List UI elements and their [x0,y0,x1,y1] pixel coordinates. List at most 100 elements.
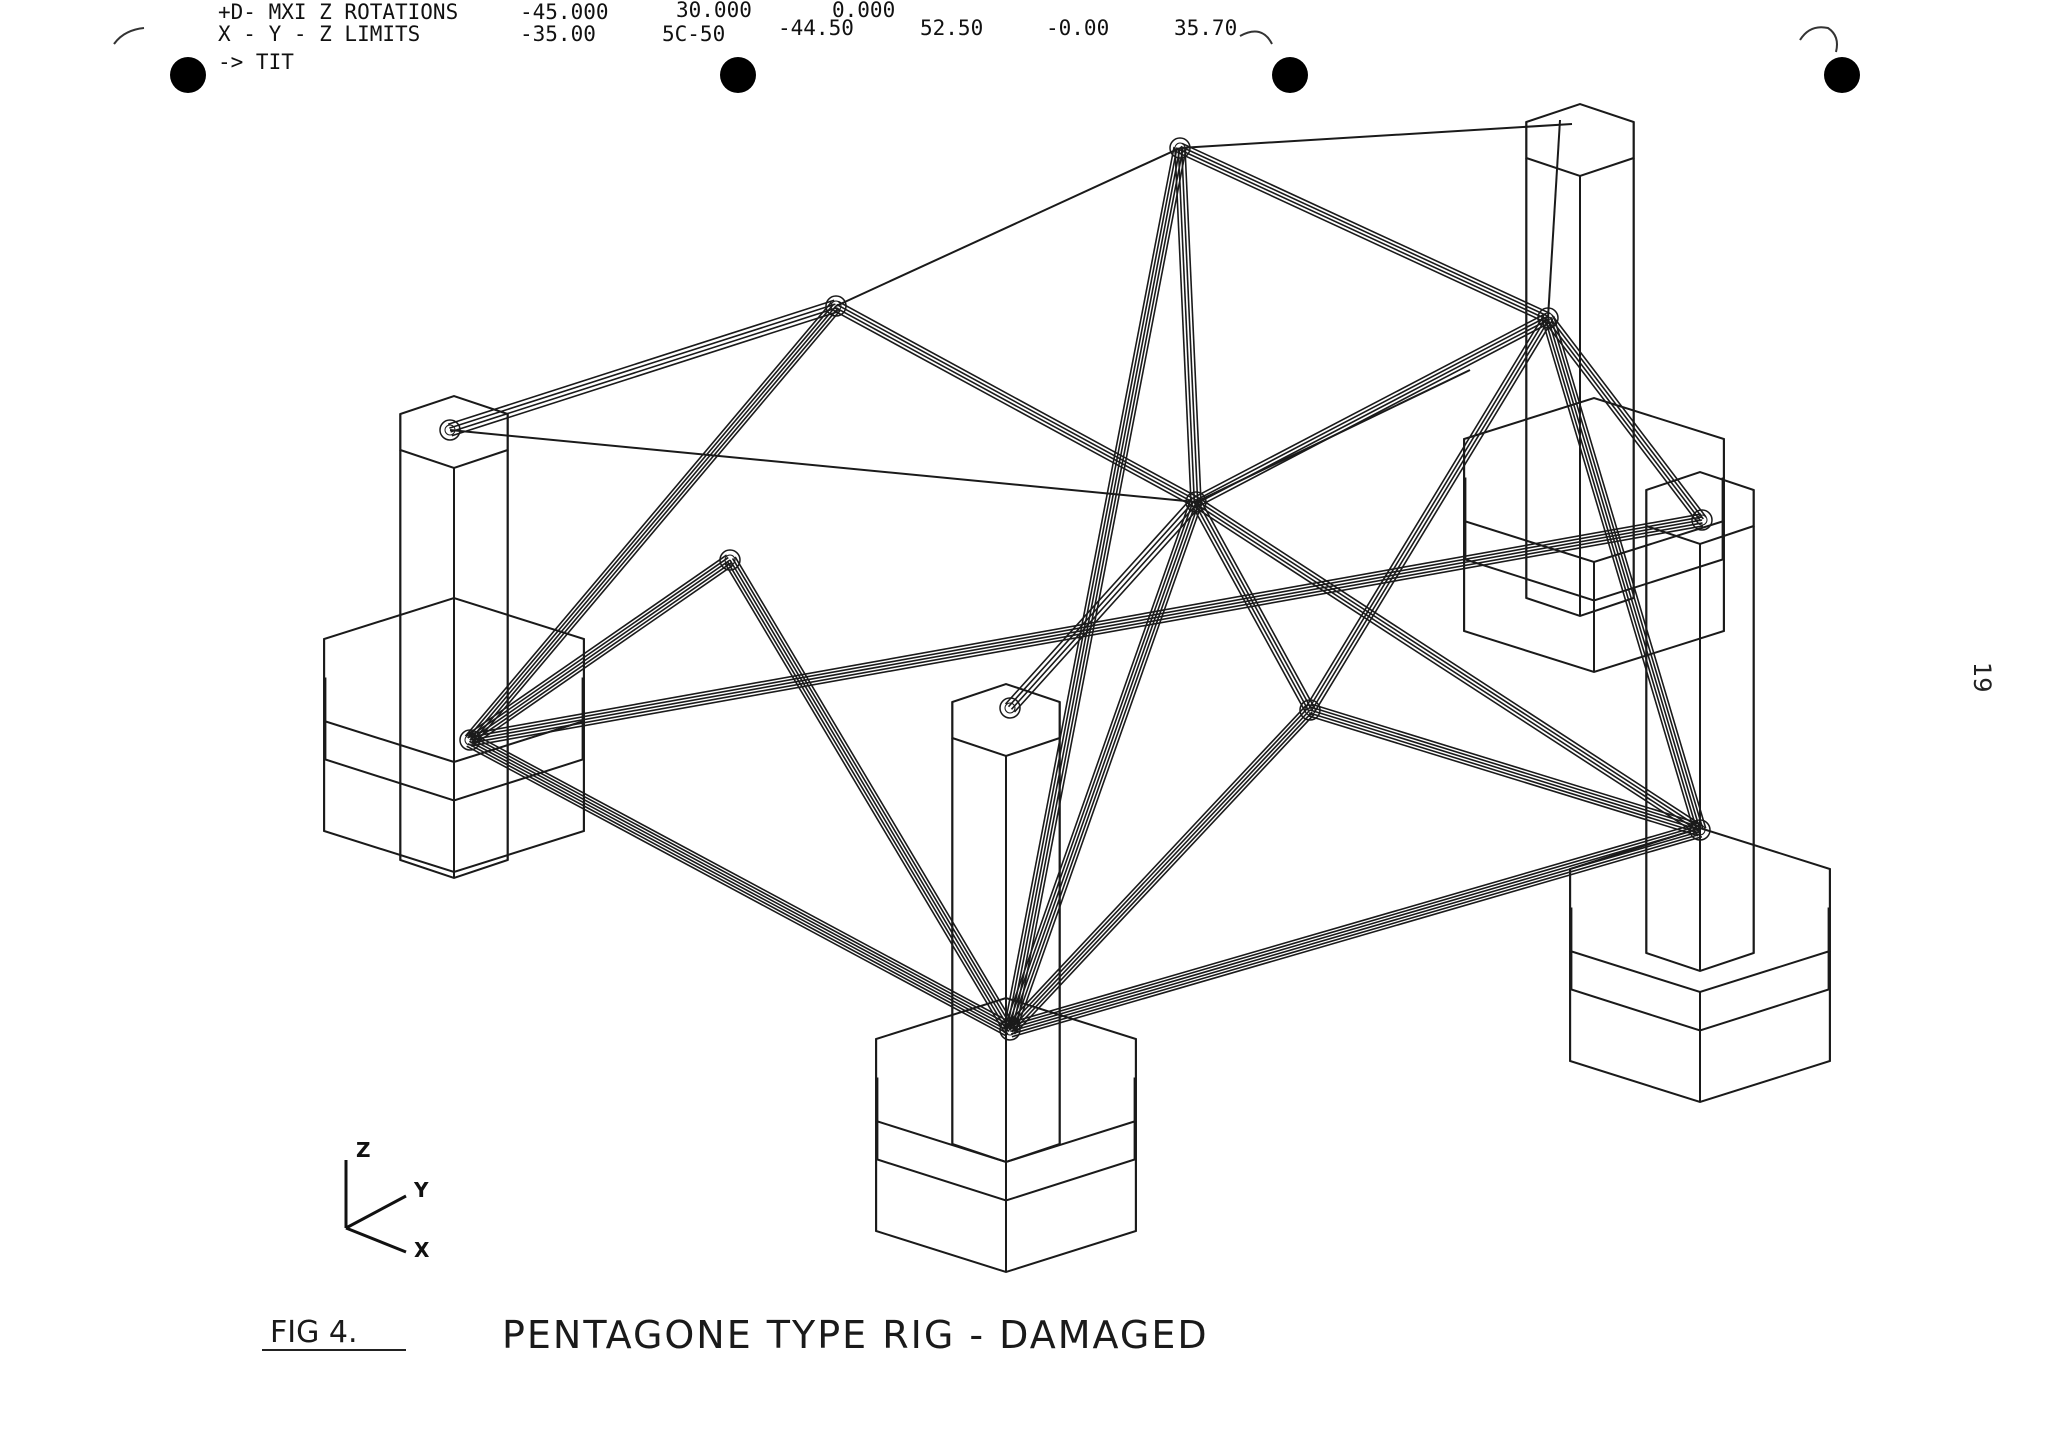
brace-lower-front-left [472,733,1014,1025]
brace-lower-centre-right [1311,703,1702,826]
brace-centre-vertical [1193,502,1310,712]
brace-diag-right-down [1552,316,1707,829]
brace-diag-left-top [473,309,842,745]
punch-hole-4 [1824,57,1860,93]
brace-centre-vertical [1190,504,1307,713]
limit-value-6: 35.70 [1174,16,1238,40]
brace-diag-right-centre [1307,316,1548,710]
rotation-label: +D- MXI Z ROTATIONS [218,0,459,24]
pontoon-front-bottom [875,1149,1137,1274]
axis-triad [344,1160,407,1254]
brace-diag-right-down [1541,319,1696,832]
brace-damaged-stub [1007,500,1196,708]
brace-lower-front-left [466,745,1008,1037]
axis-y-line [345,1194,407,1230]
brace-diag-apex-front [1012,148,1184,1031]
joint-r [1689,819,1711,841]
joint-inner-f [1004,1024,1016,1036]
brace-diag-right-centre [1310,318,1551,712]
brace-diag-middle-front [1003,499,1192,1029]
column-front-top [951,682,1061,758]
column-back-top [1525,102,1635,178]
brace-lower-centre-right [1308,712,1700,834]
column-front-base [951,1108,1061,1164]
joint-inner-c [1304,704,1316,716]
brace-diag-middle-front [1012,502,1200,1032]
brace-diag-apex-right [1181,142,1551,315]
joint-dc [999,697,1021,719]
brace-lower-front-right [1008,825,1700,1027]
brace-diag-apex-middle [1177,148,1196,503]
brace-diag-right-middle [1197,321,1551,508]
brace-diag-apex-right [1180,145,1550,318]
brace-centre-vertical [1196,500,1313,710]
brace-left-column-top [450,307,837,433]
brace-diag-right-upper [1546,318,1702,522]
brace-centre-vertical [1199,499,1316,708]
joint-inner-tr [1542,312,1554,324]
axis-x-line [345,1226,407,1254]
brace-damaged-left [467,556,729,739]
brace-diag-right-down [1547,317,1701,831]
brace-damaged-left-front [726,561,1009,1032]
limit-value-2: 5C-50 [662,22,726,46]
brace-diag-left-top [467,303,835,739]
page-number: 19 [1968,662,1996,693]
brace-diag-apex-middle [1174,148,1192,503]
brace-lower-centre-right [1310,706,1702,828]
brace-diag-top-middle [833,309,1194,508]
joint-t [1169,137,1191,159]
joint-tr [1537,307,1559,329]
brace-diag-right-down [1544,318,1698,832]
brace-lower-left-right [470,525,1704,747]
brace-diag-middle-right [1196,499,1702,830]
brace-lower-front-right [1007,822,1699,1025]
brace-damaged-stub [1013,505,1202,713]
joint-inner-m [1190,496,1202,508]
pontoon-back-right-mid [1464,477,1724,602]
edge-arc-mid [1239,30,1273,45]
column-left-base [399,824,509,880]
brace-damaged-left [466,554,728,736]
joint-f [999,1019,1021,1041]
brace-left-column-top [447,299,835,426]
axis-x-label: X [414,1238,430,1262]
brace-diag-left-top [464,301,833,737]
brace-diag-middle-right [1192,505,1698,835]
brace-diag-right-down [1550,316,1704,830]
column-right-base [1645,917,1755,973]
brace-diag-middle-front [1006,500,1194,1030]
brace-diag-centre-front [1011,711,1313,1033]
joint-inner-l [464,734,476,746]
punch-hole-3 [1272,57,1308,93]
pontoon-right-mid [1570,907,1830,1032]
brace-damaged-stub [1010,502,1199,710]
rig-structure [323,102,1831,1274]
pontoon-back-right-top [1463,396,1725,564]
brace-left-column-top [451,310,839,437]
brace-diag-centre-front [1005,705,1307,1027]
joint-rr [1691,509,1713,531]
brace-diag-apex-middle [1184,147,1202,502]
pontoon-front-mid [876,1077,1136,1202]
deck-line-middle-right [1195,369,1471,503]
axis-y-label: Y [414,1178,429,1202]
brace-lower-front-left [467,742,1009,1035]
brace-diag-apex-middle [1180,147,1199,502]
limit-value-3: -44.50 [778,16,854,40]
deck-line-top-right [1179,123,1573,149]
brace-damaged-stub [1004,497,1193,705]
brace-damaged-left-front [731,558,1014,1029]
joint-inner-bl [444,424,456,436]
brace-diag-right-centre [1305,314,1545,708]
brace-lower-front-right [1010,833,1702,1035]
brace-diag-middle-front [1014,503,1203,1033]
brace-diag-apex-right [1178,148,1548,321]
brace-diag-top-middle [834,306,1196,505]
brace-diag-middle-right [1194,502,1700,833]
joint-inner-r [1694,824,1706,836]
brace-left-column-top [449,303,836,429]
brace-damaged-left [471,561,733,744]
brace-diag-apex-front [1015,148,1187,1032]
